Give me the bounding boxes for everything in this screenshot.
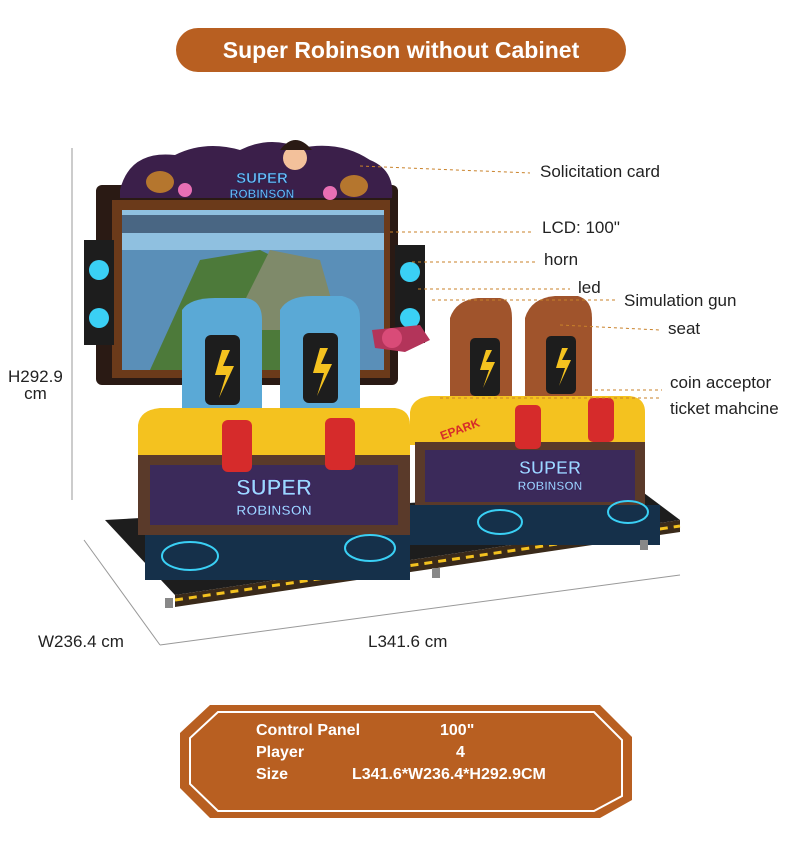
callout-horn: horn: [544, 250, 579, 269]
callout-coin-acceptor: coin acceptor: [670, 373, 772, 392]
callout-leaders: [359, 165, 662, 399]
svg-text:SUPER: SUPER: [236, 475, 312, 500]
dimension-width: W236.4 cm: [38, 632, 124, 651]
callout-simulation-gun: Simulation gun: [624, 291, 737, 310]
left-speaker-tower: [84, 240, 114, 345]
page-title: Super Robinson without Cabinet: [176, 28, 626, 72]
callout-led: led: [578, 278, 601, 297]
spec-label-control-panel: Control Panel: [256, 722, 361, 739]
dimension-height-value: H292.9: [8, 367, 63, 386]
right-pod-body: SUPER ROBINSON EPARK: [410, 396, 660, 545]
svg-text:ROBINSON: ROBINSON: [230, 187, 295, 201]
svg-text:ROBINSON: ROBINSON: [236, 502, 311, 518]
callout-lcd: LCD: 100": [542, 218, 620, 237]
svg-text:SUPER: SUPER: [236, 170, 288, 187]
svg-text:SUPER: SUPER: [519, 458, 581, 478]
dimension-height-unit: cm: [24, 384, 47, 403]
marquee-header: SUPER ROBINSON: [120, 140, 393, 201]
spec-panel-frame: [180, 705, 632, 818]
support-feet: [165, 540, 648, 608]
svg-text:ROBINSON: ROBINSON: [518, 479, 583, 493]
simulation-gun: [372, 325, 430, 352]
dimension-lines: [71, 148, 681, 646]
left-seats: [182, 296, 360, 420]
dimension-height: H292.9 cm: [8, 368, 63, 402]
right-seats: [450, 296, 592, 405]
dimension-length: L341.6 cm: [368, 632, 448, 651]
spec-panel: Control Panel 100" Player 4 Size L341.6*…: [180, 700, 630, 818]
spec-value-size: L341.6*W236.4*H292.9CM: [352, 766, 546, 783]
spec-label-size: Size: [256, 766, 289, 783]
callout-solicitation-card: Solicitation card: [540, 162, 661, 181]
left-pod-body: SUPER ROBINSON: [138, 408, 410, 580]
spec-label-player: Player: [256, 744, 305, 761]
spec-value-player: 4: [456, 744, 465, 761]
spec-value-control-panel: 100": [440, 722, 475, 739]
callout-ticket-machine: ticket mahcine: [670, 399, 779, 418]
callout-seat: seat: [668, 319, 701, 338]
